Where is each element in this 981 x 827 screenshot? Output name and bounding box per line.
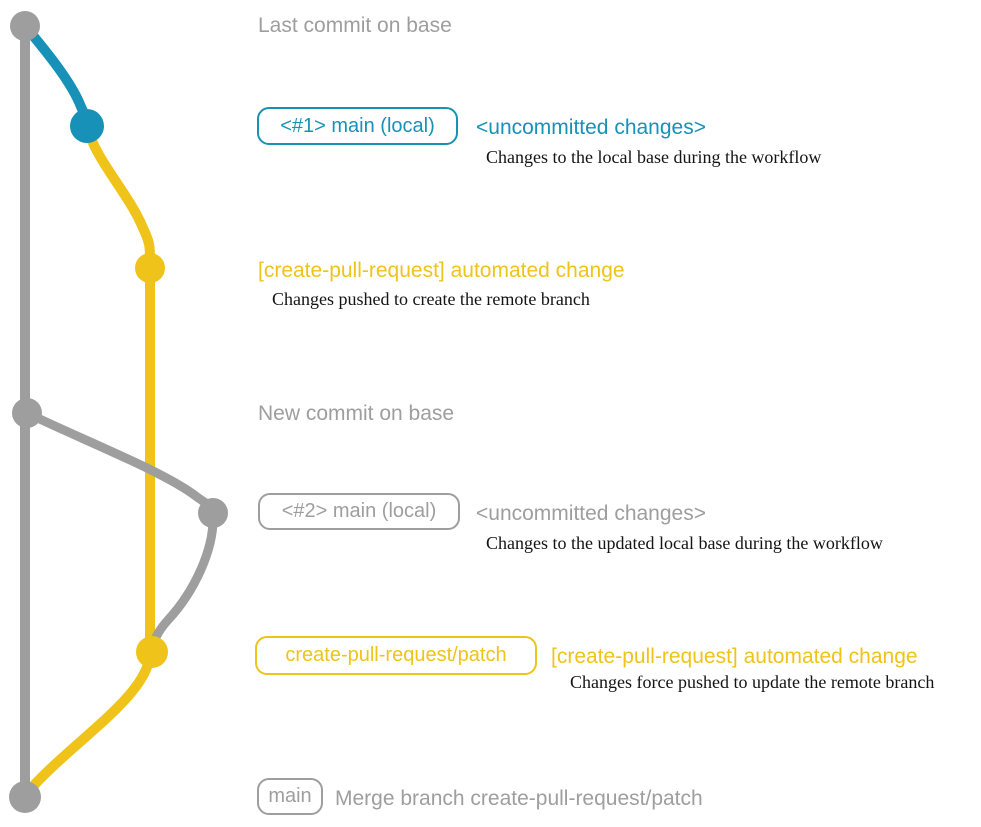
commit-subtitle-force-pushed-update-branch: Changes force pushed to update the remot… [570,672,935,692]
commit-dot-local-main-2 [198,498,228,528]
commit-title-uncommitted-changes-2: <uncommitted changes> [476,502,706,525]
commit-dot-automated-change-1 [135,253,165,283]
heading-new-commit-on-base: New commit on base [258,402,455,425]
branch-tag-main-local-1: <#1> main (local) [257,107,458,145]
branch-tag-main-local-2: <#2> main (local) [258,493,460,530]
commit-dot-last-base [10,11,40,41]
commit-title-uncommitted-changes-1: <uncommitted changes> [476,116,706,139]
heading-last-commit-on-base: Last commit on base [258,14,452,37]
rebase-branch-line [22,408,218,653]
commit-subtitle-updated-local-base-changes: Changes to the updated local base during… [486,533,883,553]
pull-request-branch-line [82,121,155,660]
commit-dot-merge [9,781,41,813]
local-main-branch-line [20,21,92,131]
merge-branch-line [22,650,155,798]
commit-subtitle-pushed-create-branch: Changes pushed to create the remote bran… [272,289,590,309]
branch-tag-main: main [257,778,323,815]
commit-title-automated-change-1: [create-pull-request] automated change [258,259,625,282]
branch-tag-create-pull-request-patch: create-pull-request/patch [255,636,537,675]
commit-dot-new-base [12,398,42,428]
commit-title-automated-change-2: [create-pull-request] automated change [551,645,918,668]
commit-subtitle-local-base-changes: Changes to the local base during the wor… [486,147,822,167]
commit-dot-local-main-1 [70,109,104,143]
commit-dot-automated-change-2 [136,636,168,668]
commit-title-merge-branch: Merge branch create-pull-request/patch [335,787,703,810]
